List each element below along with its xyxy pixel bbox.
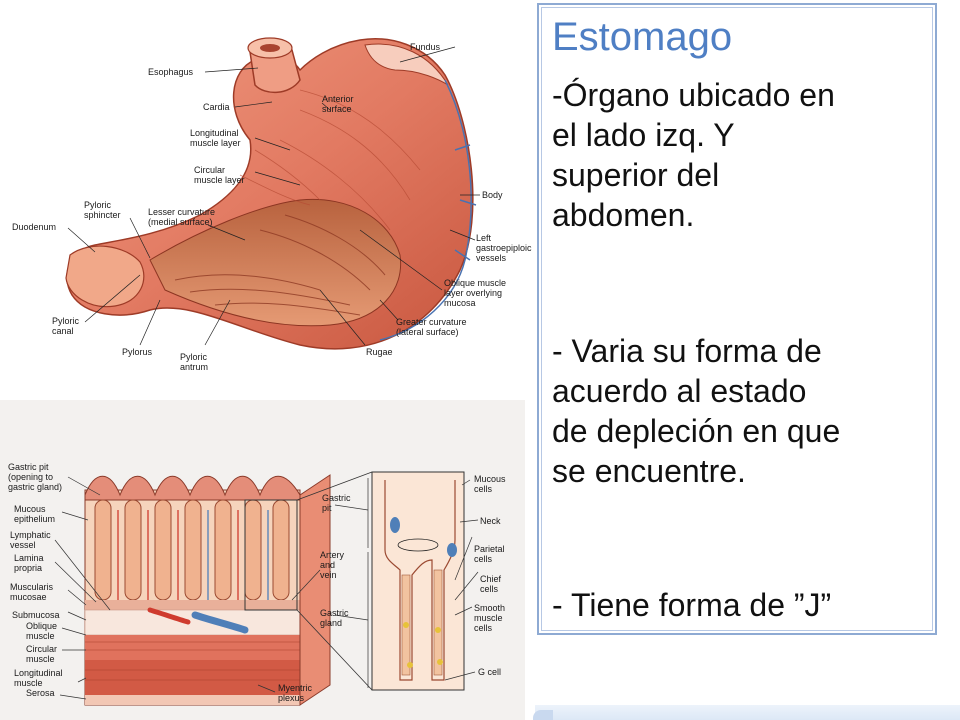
- label-gastric-pit-opening: Gastric pit (opening to gastric gland): [8, 462, 63, 492]
- label-greater-curvature: Greater curvature (lateral surface): [396, 317, 467, 337]
- label-gastric-pit: Gastric pit: [322, 493, 351, 513]
- label-muscularis-mucosae: Muscularis mucosae: [10, 582, 54, 602]
- label-esophagus: Esophagus: [148, 67, 194, 77]
- label-neck: Neck: [480, 516, 501, 526]
- label-duodenum: Duodenum: [12, 222, 57, 232]
- label-serosa: Serosa: [26, 688, 55, 698]
- paragraph-shape-varies: - Varia su forma de acuerdo al estado de…: [552, 333, 841, 489]
- label-submucosa: Submucosa: [12, 610, 60, 620]
- label-myentric-plexus: Myentric plexus: [278, 683, 313, 703]
- label-fundus: Fundus: [410, 42, 441, 52]
- label-oblique-muscle: Oblique muscle: [26, 621, 58, 641]
- paragraph-j-shape: - Tiene forma de ”J”: [552, 587, 832, 623]
- paragraph-location: -Órgano ubicado en el lado izq. Y superi…: [552, 77, 835, 233]
- label-anterior-surface: Anterior surface: [322, 94, 354, 114]
- label-pyloric-antrum: Pyloric antrum: [180, 352, 209, 372]
- label-lymphatic-vessel: Lymphatic vessel: [10, 530, 51, 550]
- label-pyloric-canal: Pyloric canal: [52, 316, 80, 336]
- label-left-gastroepiploic: Left gastroepiploic vessels: [476, 233, 532, 263]
- label-circular-layer: Circular muscle layer: [194, 165, 245, 185]
- stomach-illustration: [65, 37, 480, 350]
- label-lesser-curvature: Lesser curvature (medial surface): [148, 207, 216, 227]
- label-oblique-layer: Oblique muscle layer overlying mucosa: [444, 278, 507, 308]
- text-panel: Estomago -Órgano ubicado en el lado izq.…: [537, 3, 937, 635]
- label-cardia: Cardia: [203, 102, 230, 112]
- label-mucous-epithelium: Mucous epithelium: [14, 504, 56, 524]
- label-longitudinal-layer: Longitudinal muscle layer: [190, 128, 241, 148]
- label-pylorus: Pylorus: [122, 347, 153, 357]
- label-g-cell: G cell: [478, 667, 502, 677]
- duodenum-tube: [65, 245, 145, 308]
- label-chief-cells: Chief cells: [480, 574, 502, 594]
- label-parietal-cells: Parietal cells: [474, 544, 505, 564]
- label-rugae: Rugae: [366, 347, 393, 357]
- label-gastric-gland: Gastric gland: [320, 608, 349, 628]
- label-lamina-propria: Lamina propria: [14, 553, 44, 573]
- bottom-accent-bar: [535, 705, 960, 720]
- slide-title: Estomago: [552, 15, 733, 59]
- label-mucous-cells: Mucous cells: [474, 474, 506, 494]
- opened-mucosa: [149, 198, 402, 327]
- label-circular-muscle: Circular muscle: [26, 644, 58, 664]
- label-artery-vein: Artery and vein: [320, 550, 345, 580]
- stomach-wall-illustration: [0, 400, 525, 720]
- bottom-accent-curve: [533, 710, 553, 720]
- label-pyloric-sphincter: Pyloric sphincter: [84, 200, 121, 220]
- label-body: Body: [482, 190, 503, 200]
- label-smooth-muscle-cells: Smooth muscle cells: [474, 603, 506, 633]
- label-longitudinal-muscle: Longitudinal muscle: [14, 668, 63, 688]
